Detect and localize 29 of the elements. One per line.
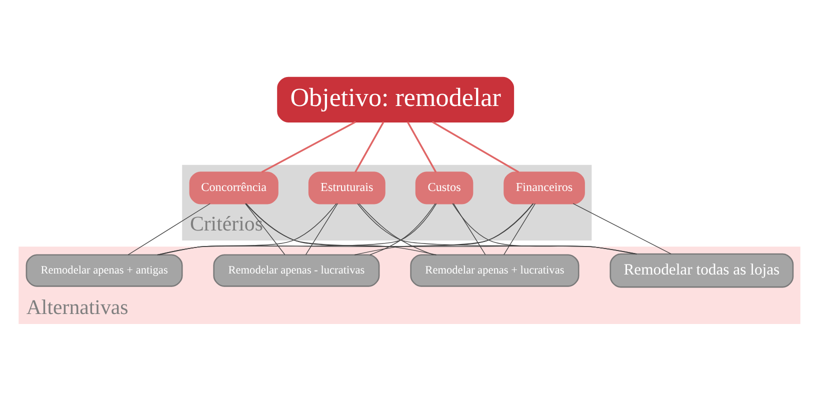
connector [354,120,384,172]
connector [244,202,286,254]
node-box: Custos [415,171,474,204]
node-box: Objetivo: remodelar [277,76,514,122]
connector [432,120,520,172]
connector [157,202,437,255]
connector [305,202,338,254]
connector [406,120,437,172]
connector [158,202,337,255]
node-box: Concorrência [189,171,278,204]
connector [354,202,534,255]
connector [370,202,436,255]
node-box: Remodelar apenas + lucrativas [410,254,580,286]
connector [246,202,638,254]
connector [358,202,434,255]
node-box: Financeiros [504,171,585,204]
connector [452,202,635,254]
connector [504,202,536,254]
node-box: Remodelar todas as lojas [610,252,794,288]
connector [572,202,672,254]
connector [128,202,210,255]
connector [357,202,637,254]
node-box: Remodelar apenas + antigas [26,254,183,286]
connector [156,202,534,255]
connector [246,202,437,255]
connector [261,120,356,172]
connector [453,202,486,254]
node-box: Remodelar apenas - lucrativas [213,254,380,286]
node-box: Estruturais [308,171,386,204]
